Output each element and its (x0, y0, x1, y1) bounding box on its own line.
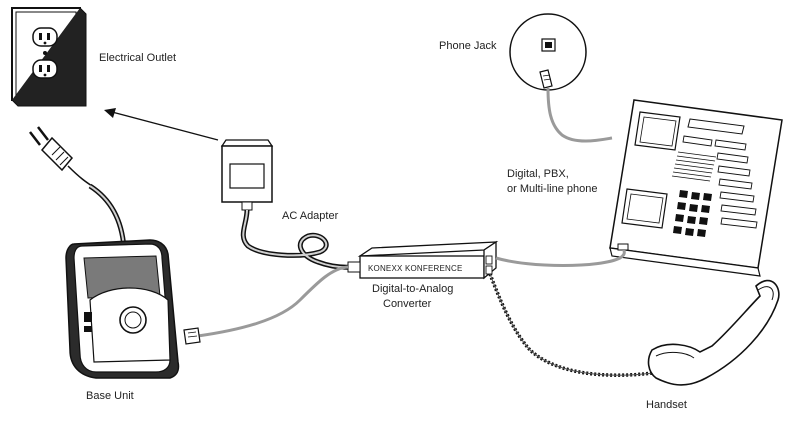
ac-adapter-label: AC Adapter (282, 210, 339, 222)
arrow-to-outlet (104, 108, 219, 141)
handset-label: Handset (646, 399, 687, 411)
digital-phone (609, 99, 783, 277)
electrical-outlet (11, 7, 87, 107)
base-cable-connector (183, 327, 201, 345)
digital-to-analog-converter (347, 240, 499, 280)
phone-line-cable (546, 87, 613, 143)
base-unit (65, 239, 180, 379)
converter-label-line1: Digital-to-Analog (372, 283, 454, 295)
digital-phone-label-line1: Digital, PBX, (507, 168, 569, 180)
power-plug (29, 126, 93, 187)
converter-brand-label: KONEXX KONFERENCE (368, 264, 463, 273)
handset (647, 279, 780, 386)
base-unit-label: Base Unit (86, 390, 134, 402)
handset-coil-cord (488, 273, 661, 377)
base-to-converter-cable (197, 265, 349, 338)
electrical-outlet-label: Electrical Outlet (99, 52, 177, 64)
converter-label-line2: Converter (383, 298, 432, 310)
power-cord (88, 183, 127, 249)
ac-adapter (220, 139, 274, 211)
digital-phone-label-line2: or Multi-line phone (507, 183, 598, 195)
converter-to-phone-cable (495, 249, 626, 267)
phone-jack-label: Phone Jack (439, 40, 497, 52)
phone-jack (509, 13, 587, 91)
